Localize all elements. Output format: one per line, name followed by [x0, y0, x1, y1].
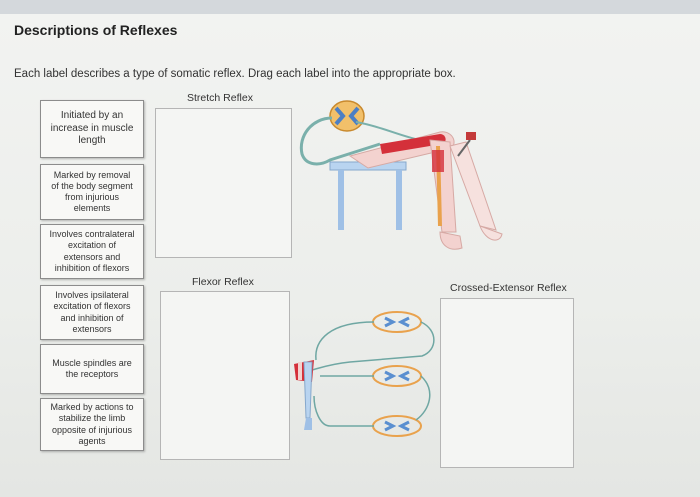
label-card[interactable]: Marked by actions to stabilize the limb …: [40, 398, 144, 451]
quadriceps-muscle-icon: [380, 134, 446, 154]
stretch-reflex-heading: Stretch Reflex: [187, 92, 253, 104]
label-card[interactable]: Marked by removal of the body segment fr…: [40, 164, 144, 220]
browser-top-strip: [0, 0, 700, 14]
crossed-extensor-illustration: [294, 311, 435, 437]
stretch-reflex-dropzone[interactable]: [155, 108, 292, 258]
label-card[interactable]: Involves ipsilateral excitation of flexo…: [40, 285, 144, 340]
crossed-extensor-reflex-dropzone[interactable]: [440, 298, 574, 468]
stretch-reflex-illustration: [299, 100, 503, 250]
spinal-segment-icon: [372, 311, 422, 333]
foot-icon: [439, 231, 463, 250]
label-card[interactable]: Involves contralateral excitation of ext…: [40, 224, 144, 279]
spinal-segment-icon: [372, 415, 422, 437]
nerve-pathway: [299, 116, 381, 166]
label-card[interactable]: Muscle spindles are the receptors: [40, 344, 144, 394]
flexor-reflex-heading: Flexor Reflex: [192, 276, 254, 288]
instructions: Each label describes a type of somatic r…: [14, 68, 456, 80]
flexor-reflex-dropzone[interactable]: [160, 291, 290, 460]
limb-muscle-icon: [294, 360, 314, 430]
spinal-segment-icon: [372, 365, 422, 387]
spinal-cord-icon: [329, 100, 365, 132]
reflex-hammer-icon: [457, 139, 471, 157]
label-card[interactable]: Initiated by an increase in muscle lengt…: [40, 100, 144, 158]
stool-icon: [329, 161, 407, 230]
crossed-extensor-reflex-heading: Crossed-Extensor Reflex: [450, 282, 567, 294]
page-title: Descriptions of Reflexes: [14, 22, 178, 38]
